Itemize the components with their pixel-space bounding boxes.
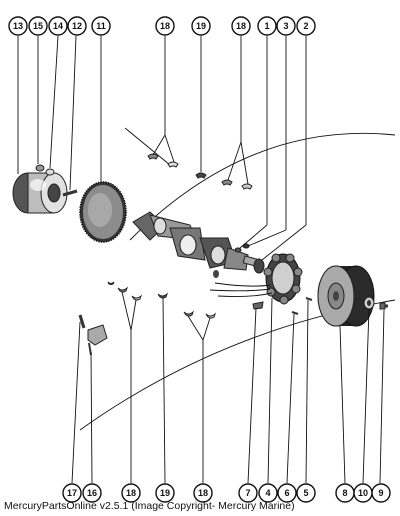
bearing-shell-part [195, 172, 207, 179]
callout-11: 11 [91, 16, 111, 36]
callout-18: 18 [155, 16, 175, 36]
bearing-shell-part [117, 286, 129, 293]
bearing-shell-part [107, 281, 115, 285]
callout-18: 18 [121, 483, 141, 503]
callout-label: 8 [342, 488, 347, 498]
callout-10: 10 [353, 483, 373, 503]
callout-label: 3 [283, 21, 288, 31]
callout-6: 6 [277, 483, 297, 503]
callout-label: 12 [72, 21, 82, 31]
stator-part [263, 253, 303, 305]
stud-part [62, 189, 78, 197]
screw-part [305, 297, 313, 301]
callout-label: 15 [33, 21, 43, 31]
callout-label: 9 [378, 488, 383, 498]
callout-label: 1 [264, 21, 269, 31]
callout-17: 17 [62, 483, 82, 503]
callout-12: 12 [67, 16, 87, 36]
callout-14: 14 [48, 16, 68, 36]
callout-18: 18 [193, 483, 213, 503]
callout-label: 17 [67, 488, 77, 498]
washer-part [35, 164, 45, 172]
callout-label: 10 [358, 488, 368, 498]
flywheel-part [317, 265, 375, 327]
callout-label: 18 [126, 488, 136, 498]
bearing-shell-part [241, 183, 253, 190]
callout-label: 18 [160, 21, 170, 31]
callout-18: 18 [231, 16, 251, 36]
bearing-shell-part [167, 161, 179, 168]
callout-9: 9 [371, 483, 391, 503]
callout-label: 19 [196, 21, 206, 31]
background-line [124, 127, 171, 166]
callout-19: 19 [191, 16, 211, 36]
callout-3: 3 [276, 16, 296, 36]
callout-label: 6 [284, 488, 289, 498]
flywheel-hub-part [12, 172, 68, 214]
clip-part [252, 301, 264, 310]
callout-19: 19 [155, 483, 175, 503]
wire-lead [217, 292, 273, 298]
callout-label: 13 [13, 21, 23, 31]
wire-lead [214, 282, 271, 287]
seal-part [253, 258, 265, 274]
callout-label: 18 [198, 488, 208, 498]
bearing-shell-part [131, 294, 143, 301]
ring-gear-part [79, 181, 127, 243]
image-caption: MercuryPartsOnline v2.5.1 (Image Copyrig… [4, 500, 295, 512]
callout-2: 2 [296, 16, 316, 36]
callout-1: 1 [257, 16, 277, 36]
callout-4: 4 [258, 483, 278, 503]
callout-8: 8 [335, 483, 355, 503]
callout-label: 19 [160, 488, 170, 498]
callout-16: 16 [82, 483, 102, 503]
wire-lead [209, 288, 271, 292]
bearing-shell-part [157, 292, 169, 299]
callout-label: 14 [53, 21, 63, 31]
bracket-part [87, 324, 108, 346]
screw-part [291, 311, 299, 315]
nut-part [45, 168, 55, 176]
callout-13: 13 [8, 16, 28, 36]
callout-15: 15 [28, 16, 48, 36]
callout-5: 5 [296, 483, 316, 503]
bearing-shell-part [183, 310, 195, 317]
bolt-part [78, 314, 86, 329]
background-arc-line [129, 132, 396, 241]
callout-label: 18 [236, 21, 246, 31]
bearing-shell-part [205, 312, 217, 319]
callout-label: 11 [96, 21, 106, 31]
callout-label: 4 [265, 488, 270, 498]
bearing-shell-part [147, 153, 159, 160]
callout-label: 7 [245, 488, 250, 498]
crankshaft-part [132, 211, 262, 278]
bearing-shell-part [221, 179, 233, 186]
callout-7: 7 [238, 483, 258, 503]
callout-label: 5 [303, 488, 308, 498]
bearing-part [234, 247, 242, 253]
callout-label: 16 [87, 488, 97, 498]
nut-part [379, 302, 388, 310]
callout-label: 2 [303, 21, 308, 31]
